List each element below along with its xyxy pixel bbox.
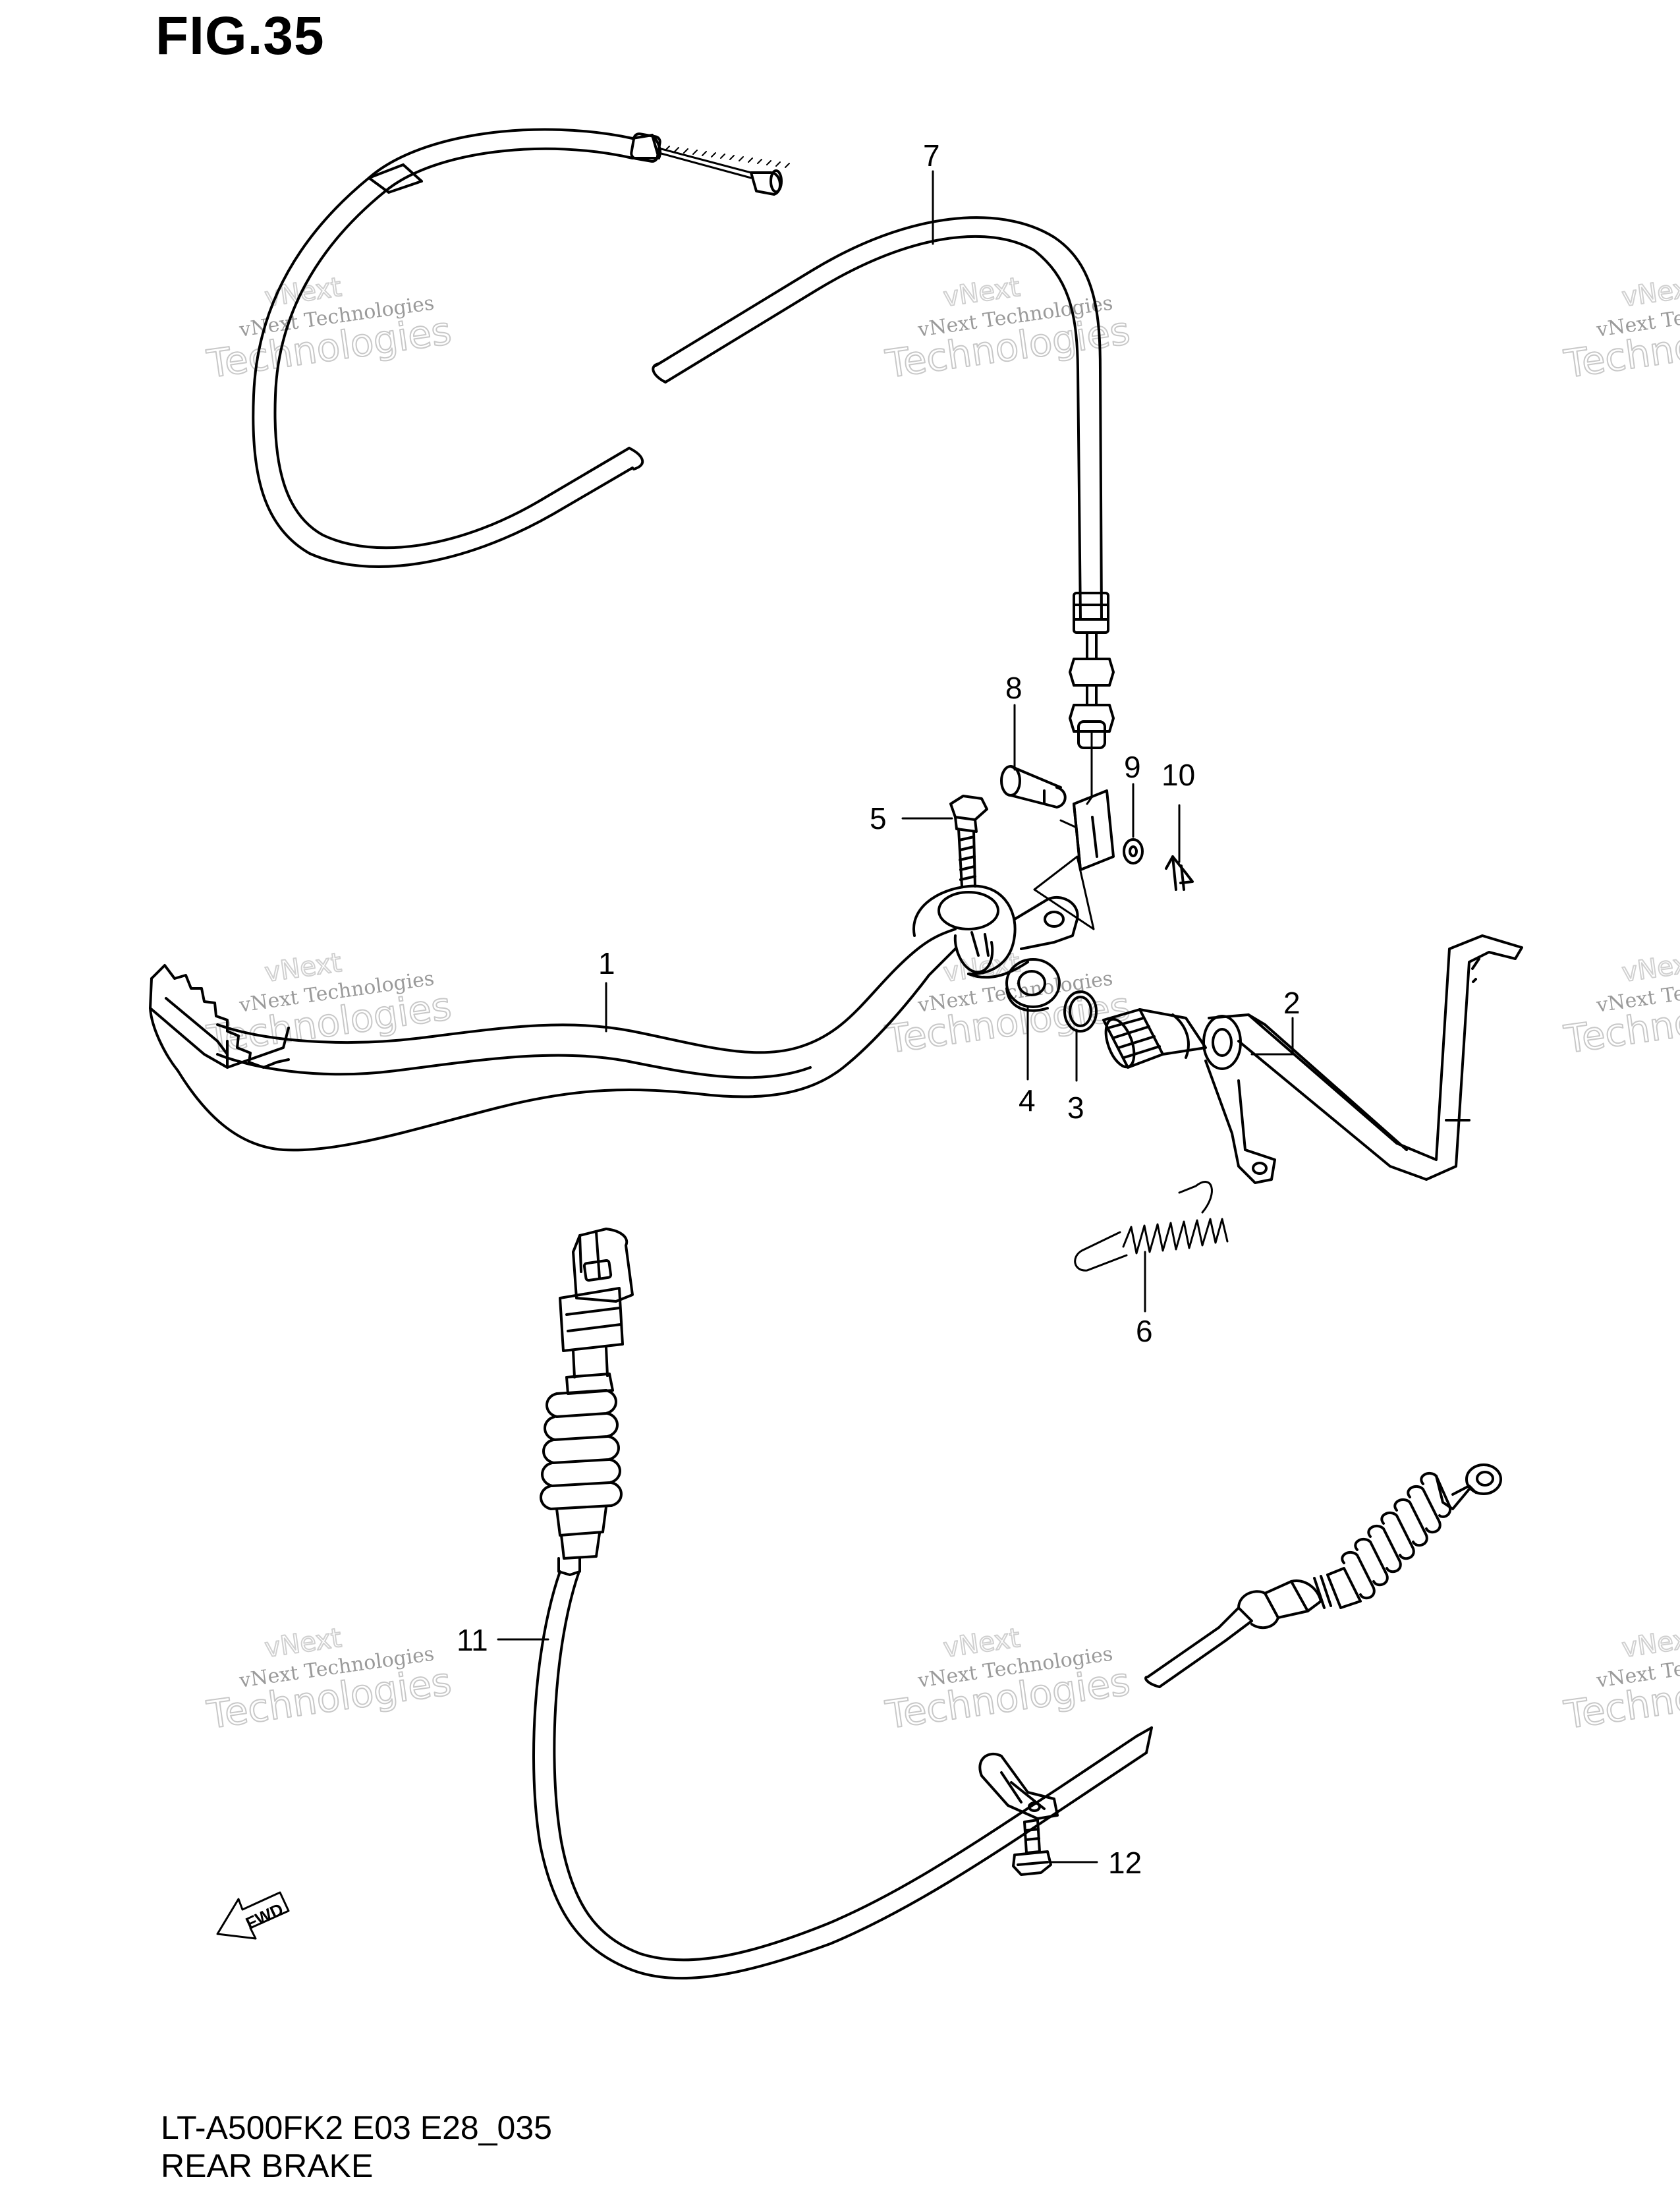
- callout-1: 1: [598, 946, 615, 980]
- part-11-brake-cable-lower: [532, 1228, 1502, 1980]
- assembly-name: REAR BRAKE: [161, 2147, 374, 2184]
- leader-lines: [497, 170, 1294, 1863]
- watermark-vnext: vNext: [1620, 272, 1680, 313]
- callout-4: 4: [1019, 1083, 1036, 1118]
- part-8-clevis-pin: [1000, 765, 1067, 809]
- callout-3: 3: [1067, 1091, 1084, 1125]
- callout-12: 12: [1108, 1846, 1142, 1880]
- callout-6: 6: [1136, 1314, 1153, 1348]
- watermark-vnext: vNext: [1620, 1623, 1680, 1664]
- part-2-pedal-shaft-arm: [1102, 934, 1523, 1184]
- part-4-bushing: [1005, 958, 1061, 1012]
- part-5-bolt: [949, 795, 988, 888]
- callout-9: 9: [1124, 750, 1141, 784]
- callout-5: 5: [870, 801, 887, 836]
- callout-2: 2: [1283, 986, 1301, 1020]
- part-7-brake-cable-upper: [252, 128, 1115, 805]
- part-12-bolt: [1012, 1819, 1052, 1876]
- watermark-vnext: vNext: [1620, 948, 1680, 988]
- callout-8: 8: [1005, 671, 1022, 705]
- fwd-arrow-icon: FWD: [216, 1891, 290, 1940]
- part-3-o-ring: [1063, 990, 1098, 1033]
- watermark-group: vNext vNext Technologies Technologies vN…: [204, 271, 1680, 1738]
- part-10-cotter-pin: [1165, 855, 1194, 891]
- callout-10: 10: [1162, 758, 1195, 792]
- cable-clevis-joint: [1033, 789, 1115, 930]
- figure-title: FIG.35: [155, 6, 325, 66]
- part-6-return-spring: [1074, 1181, 1229, 1272]
- part-1-brake-pedal: [149, 884, 1079, 1152]
- fwd-label: FWD: [242, 1899, 286, 1933]
- model-code: LT-A500FK2 E03 E28_035: [161, 2109, 552, 2146]
- callout-11: 11: [457, 1623, 488, 1657]
- callout-7: 7: [923, 138, 940, 173]
- part-9-washer: [1123, 838, 1144, 865]
